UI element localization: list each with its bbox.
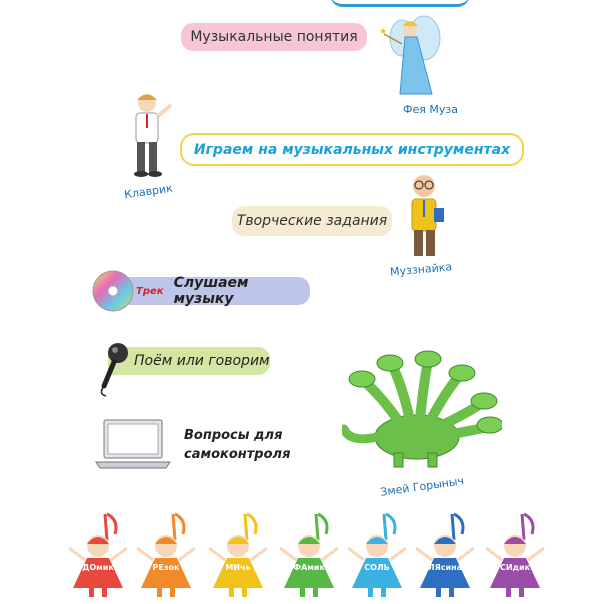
dragon-name: Змей Горыныч: [379, 474, 465, 499]
note-character-figure: [208, 512, 268, 597]
note-character-figure: [485, 512, 545, 597]
cd-icon: [92, 270, 134, 312]
top-decoration: [330, 0, 470, 7]
track-tag: Трек: [136, 285, 164, 297]
note-character: СИдик: [478, 510, 552, 600]
sing-or-speak-label: Поём или говорим: [108, 347, 270, 375]
note-character: ДОмик: [61, 510, 135, 600]
note-label: ФАмик: [293, 563, 325, 572]
self-check-line1: Вопросы для: [184, 428, 283, 443]
note-label: СИдик: [499, 563, 531, 572]
note-label: МИчь: [225, 563, 251, 572]
note-character: РЕзок: [129, 510, 203, 600]
note-label: РЕзок: [152, 563, 180, 572]
laptop-icon: [95, 419, 171, 469]
note-character-figure: [347, 512, 407, 597]
fairy-name: Фея Муза: [403, 103, 458, 116]
muzznaika-icon: [411, 175, 444, 256]
note-label: СОЛЬ: [364, 563, 390, 572]
note-character: ЛЯсина: [408, 510, 482, 600]
note-character: МИчь: [201, 510, 275, 600]
note-character-figure: [136, 512, 196, 597]
self-check-line2: самоконтроля: [184, 447, 291, 462]
listen-music-text: Слушаем музыку: [173, 275, 249, 307]
listen-music-label: Трек Слушаем музыку: [112, 275, 310, 307]
note-character: СОЛЬ: [340, 510, 414, 600]
play-instruments-label: Играем на музыкальных инструментах: [180, 133, 524, 166]
dragon-icon: [342, 350, 502, 468]
microphone-icon: [100, 343, 128, 397]
note-label: ЛЯсина: [427, 563, 463, 572]
note-character-figure: [415, 512, 475, 597]
creative-tasks-label: Творческие задания: [232, 206, 392, 236]
muzznaika-name: Муззнайка: [389, 260, 453, 279]
note-character-figure: [279, 512, 339, 597]
fairy-icon: ★: [379, 15, 441, 95]
note-character: ФАмик: [272, 510, 346, 600]
klavrik-name: Клаврик: [123, 181, 174, 202]
music-concepts-label: Музыкальные понятия: [181, 23, 367, 51]
note-character-figure: [68, 512, 128, 597]
svg-text:★: ★: [379, 27, 387, 37]
note-label: ДОмик: [82, 563, 114, 572]
klavrik-icon: [134, 94, 173, 177]
self-check-label: Вопросы для самоконтроля: [184, 426, 304, 464]
